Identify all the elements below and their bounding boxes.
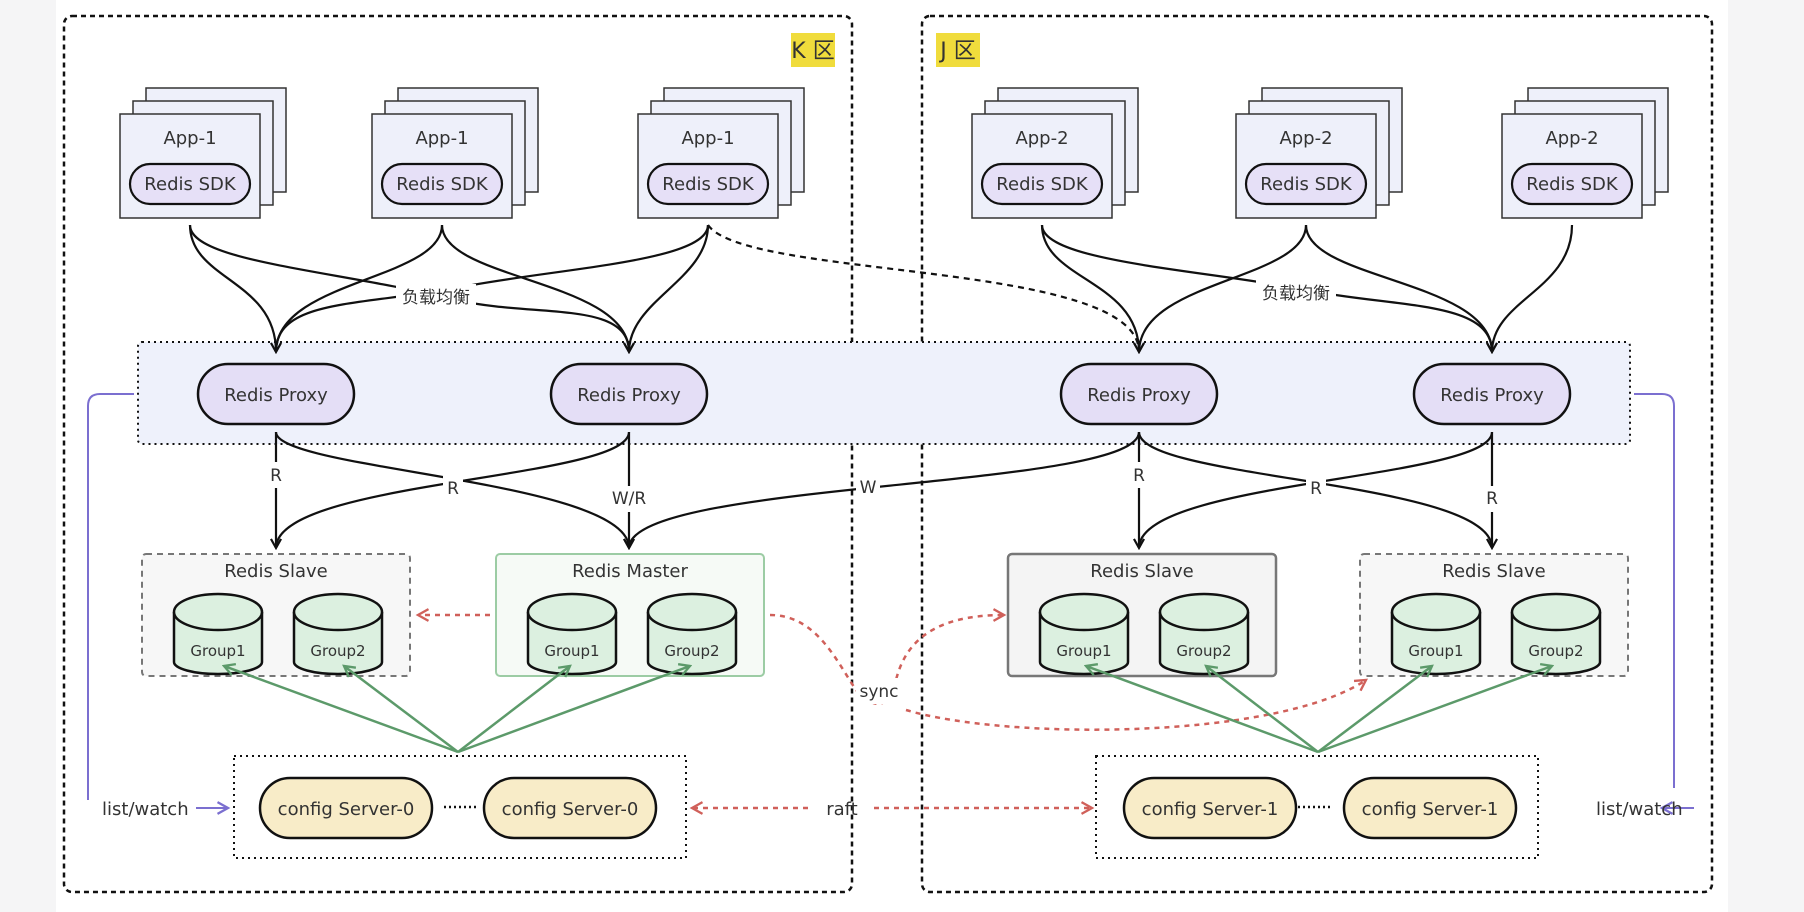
rw-labels: R R W/R W R R R bbox=[266, 462, 1502, 512]
redis-sdk-pill bbox=[646, 162, 770, 206]
redis-proxy[interactable]: Redis Proxy bbox=[1412, 362, 1572, 426]
redis-proxy-label: Redis Proxy bbox=[577, 385, 681, 406]
redis-box-title: Redis Master bbox=[572, 561, 688, 582]
redis-sdk-label: Redis SDK bbox=[662, 174, 755, 195]
database-cylinder[interactable]: Group2 bbox=[292, 592, 384, 676]
diagram-svg: K 区 J 区 list/watch list/watch 负载均衡 负载均衡 … bbox=[62, 14, 1714, 894]
cross-zone-dashed-link bbox=[707, 224, 1139, 352]
group-label: Group2 bbox=[1176, 642, 1231, 660]
group-label: Group2 bbox=[310, 642, 365, 660]
config-server-label: config Server-1 bbox=[1362, 799, 1499, 820]
app-name: App-2 bbox=[1015, 128, 1068, 149]
redis-proxy[interactable]: Redis Proxy bbox=[1059, 362, 1219, 426]
sync-links bbox=[418, 615, 1366, 808]
database-cylinder[interactable]: Group1 bbox=[172, 592, 264, 676]
database-cylinder[interactable]: Group1 bbox=[1038, 592, 1130, 676]
redis-proxy[interactable]: Redis Proxy bbox=[549, 362, 709, 426]
config-server[interactable]: config Server-0 bbox=[258, 776, 434, 840]
config-server[interactable]: config Server-1 bbox=[1122, 776, 1298, 840]
app-name: App-1 bbox=[163, 128, 216, 149]
edge-label-r: R bbox=[1310, 479, 1322, 499]
redis-proxy-label: Redis Proxy bbox=[1440, 385, 1544, 406]
list-watch-link-j bbox=[1634, 393, 1675, 788]
sync-label: sync bbox=[859, 682, 898, 702]
edge-label-r: R bbox=[1133, 466, 1145, 486]
config-server-label: config Server-1 bbox=[1142, 799, 1279, 820]
redis-proxy[interactable]: Redis Proxy bbox=[196, 362, 356, 426]
edge-label-r: R bbox=[1486, 489, 1498, 509]
config-server[interactable]: config Server-1 bbox=[1342, 776, 1518, 840]
app-name: App-2 bbox=[1279, 128, 1332, 149]
config-server-label: config Server-0 bbox=[502, 799, 639, 820]
redis-sdk-pill bbox=[1244, 162, 1368, 206]
app-name: App-2 bbox=[1545, 128, 1598, 149]
load-balance-label-j: 负载均衡 bbox=[1262, 284, 1330, 304]
redis-sdk-label: Redis SDK bbox=[396, 174, 489, 195]
edge-label-w: W bbox=[860, 478, 877, 498]
group-label: Group2 bbox=[664, 642, 719, 660]
config-server[interactable]: config Server-0 bbox=[482, 776, 658, 840]
architecture-diagram: K 区 J 区 list/watch list/watch 负载均衡 负载均衡 … bbox=[56, 0, 1728, 912]
database-cylinder[interactable]: Group2 bbox=[1510, 592, 1602, 676]
config-server-label: config Server-0 bbox=[278, 799, 415, 820]
redis-box-title: Redis Slave bbox=[224, 561, 327, 582]
redis-box-title: Redis Slave bbox=[1442, 561, 1545, 582]
zone-j-label: J 区 bbox=[938, 39, 975, 64]
database-cylinder[interactable]: Group2 bbox=[646, 592, 738, 676]
database-cylinder[interactable]: Group2 bbox=[1158, 592, 1250, 676]
edge-label-r: R bbox=[447, 479, 459, 499]
group-label: Group1 bbox=[1056, 642, 1111, 660]
zone-k-boundary bbox=[62, 14, 854, 894]
list-watch-link-k bbox=[87, 393, 134, 800]
raft-label: raft bbox=[826, 799, 858, 820]
redis-proxy-label: Redis Proxy bbox=[1087, 385, 1191, 406]
list-watch-label-k: list/watch bbox=[102, 799, 189, 820]
edge-label-r: R bbox=[270, 466, 282, 486]
zone-k-tag: K 区 bbox=[791, 33, 835, 67]
redis-sdk-pill bbox=[980, 162, 1104, 206]
zone-j-tag: J 区 bbox=[936, 33, 980, 67]
redis-sdk-label: Redis SDK bbox=[144, 174, 237, 195]
database-cylinder[interactable]: Group1 bbox=[526, 592, 618, 676]
redis-sdk-label: Redis SDK bbox=[996, 174, 1089, 195]
proxy-layer-band bbox=[137, 341, 1631, 445]
group-label: Group1 bbox=[544, 642, 599, 660]
app-name: App-1 bbox=[681, 128, 734, 149]
redis-box-title: Redis Slave bbox=[1090, 561, 1193, 582]
group-label: Group1 bbox=[1408, 642, 1463, 660]
redis-sdk-pill bbox=[128, 162, 252, 206]
redis-sdk-label: Redis SDK bbox=[1526, 174, 1619, 195]
edge-label-wr: W/R bbox=[612, 489, 647, 509]
list-watch-label-j: list/watch bbox=[1596, 799, 1683, 820]
zone-k-label: K 区 bbox=[791, 39, 834, 64]
load-balance-label-k: 负载均衡 bbox=[402, 288, 470, 308]
redis-sdk-pill bbox=[380, 162, 504, 206]
group-label: Group2 bbox=[1528, 642, 1583, 660]
group-label: Group1 bbox=[190, 642, 245, 660]
redis-proxy-label: Redis Proxy bbox=[224, 385, 328, 406]
redis-sdk-pill bbox=[1510, 162, 1634, 206]
redis-sdk-label: Redis SDK bbox=[1260, 174, 1353, 195]
app-name: App-1 bbox=[415, 128, 468, 149]
config-db-links bbox=[224, 666, 1552, 754]
zone-j-boundary bbox=[920, 14, 1714, 894]
database-cylinder[interactable]: Group1 bbox=[1390, 592, 1482, 676]
